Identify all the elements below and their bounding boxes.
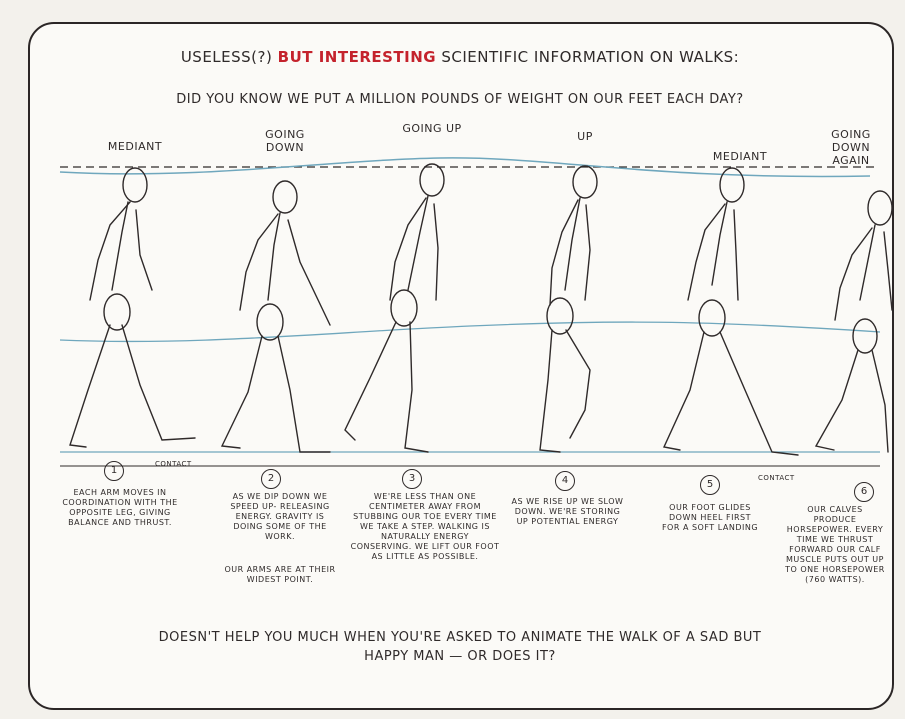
caption-2: AS WE DIP DOWN WE SPEED UP- RELEASING EN…: [220, 492, 340, 542]
step-number-2: 2: [261, 469, 281, 489]
title-prefix: USELESS(?): [181, 48, 273, 66]
step-number-3: 3: [402, 469, 422, 489]
phase-label-5: MEDIANT: [695, 150, 785, 163]
figure-5-mediant: [664, 168, 798, 455]
caption-6: OUR CALVES PRODUCE HORSEPOWER. EVERY TIM…: [785, 505, 885, 585]
phase-label-6: GOING DOWN AGAIN: [815, 128, 887, 167]
step-number-6: 6: [854, 482, 874, 502]
figure-3-going-up: [345, 164, 444, 452]
figure-1-mediant: [70, 168, 195, 447]
phase-label-1: MEDIANT: [95, 140, 175, 153]
title-suffix: SCIENTIFIC INFORMATION ON WALKS:: [441, 48, 739, 66]
page-title: USELESS(?) BUT INTERESTING SCIENTIFIC IN…: [160, 48, 760, 66]
contact-label-1: CONTACT: [155, 460, 192, 468]
hip-height-curve: [60, 322, 880, 341]
caption-5: OUR FOOT GLIDES DOWN HEEL FIRST FOR A SO…: [660, 503, 760, 533]
caption-4: AS WE RISE UP WE SLOW DOWN. WE'RE STORIN…: [510, 497, 625, 527]
step-number-1: 1: [104, 461, 124, 481]
caption-2b: OUR ARMS ARE AT THEIR WIDEST POINT.: [220, 565, 340, 585]
phase-label-4: UP: [560, 130, 610, 143]
phase-label-2: GOING DOWN: [250, 128, 320, 154]
figure-6-going-down-again: [816, 191, 892, 452]
step-number-4: 4: [555, 471, 575, 491]
figure-4-up: [540, 166, 597, 452]
caption-1: EACH ARM MOVES IN COORDINATION WITH THE …: [60, 488, 180, 528]
caption-3: WE'RE LESS THAN ONE CENTIMETER AWAY FROM…: [350, 492, 500, 562]
title-accent: BUT INTERESTING: [278, 48, 436, 66]
step-number-5: 5: [700, 475, 720, 495]
footer-text: DOESN'T HELP YOU MUCH WHEN YOU'RE ASKED …: [150, 628, 770, 666]
figure-2-going-down: [222, 181, 330, 452]
phase-label-3: GOING UP: [402, 122, 462, 135]
subtitle: DID YOU KNOW WE PUT A MILLION POUNDS OF …: [140, 92, 780, 107]
contact-label-2: CONTACT: [758, 474, 795, 482]
